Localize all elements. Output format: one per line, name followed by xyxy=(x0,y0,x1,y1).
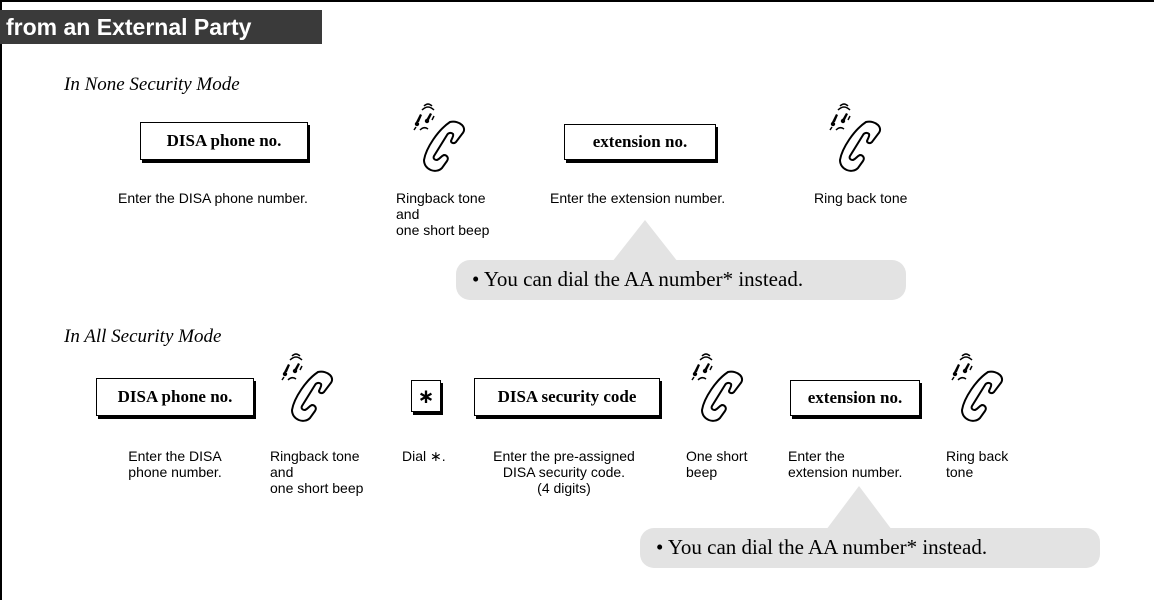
none-cap-disa: Enter the DISA phone number. xyxy=(118,190,308,206)
ringing-handset-icon xyxy=(951,353,1004,422)
callout-pointer xyxy=(612,220,678,262)
all-cap-beep: One short beep xyxy=(686,448,748,480)
none-mode-heading: In None Security Mode xyxy=(64,74,240,95)
ringing-handset-icon xyxy=(281,353,334,422)
none-cap-ringback: Ringback tone and one short beep xyxy=(396,190,490,238)
ringing-handset-icon xyxy=(829,103,882,172)
all-mode-heading: In All Security Mode xyxy=(64,326,222,347)
frame-top-rule xyxy=(0,0,1154,2)
callout-pointer xyxy=(826,486,892,530)
none-cap-ringtone: Ring back tone xyxy=(814,190,908,206)
all-cap-ext: Enter the extension number. xyxy=(788,448,903,480)
ringing-handset-icon xyxy=(413,103,466,172)
all-cap-disa: Enter the DISA phone number. xyxy=(128,448,222,480)
star-key: ∗ xyxy=(411,380,441,412)
extension-key: extension no. xyxy=(564,124,716,160)
all-cap-dial: Dial ∗. xyxy=(402,448,446,464)
none-callout-note: • You can dial the AA number* instead. xyxy=(456,260,906,300)
ringing-handset-icon xyxy=(691,353,744,422)
none-cap-ext: Enter the extension number. xyxy=(550,190,726,206)
all-cap-ringtone: Ring back tone xyxy=(946,448,1009,480)
disa-security-code-key: DISA security code xyxy=(474,378,660,416)
all-callout-note: • You can dial the AA number* instead. xyxy=(640,528,1100,568)
extension-key: extension no. xyxy=(790,380,920,416)
all-cap-ringback: Ringback tone and one short beep xyxy=(270,448,364,496)
frame-left-rule xyxy=(0,0,2,600)
disa-phone-key: DISA phone no. xyxy=(96,378,254,416)
all-cap-code: Enter the pre-assigned DISA security cod… xyxy=(493,448,635,496)
disa-phone-key: DISA phone no. xyxy=(140,122,308,160)
section-banner: from an External Party xyxy=(0,10,322,44)
